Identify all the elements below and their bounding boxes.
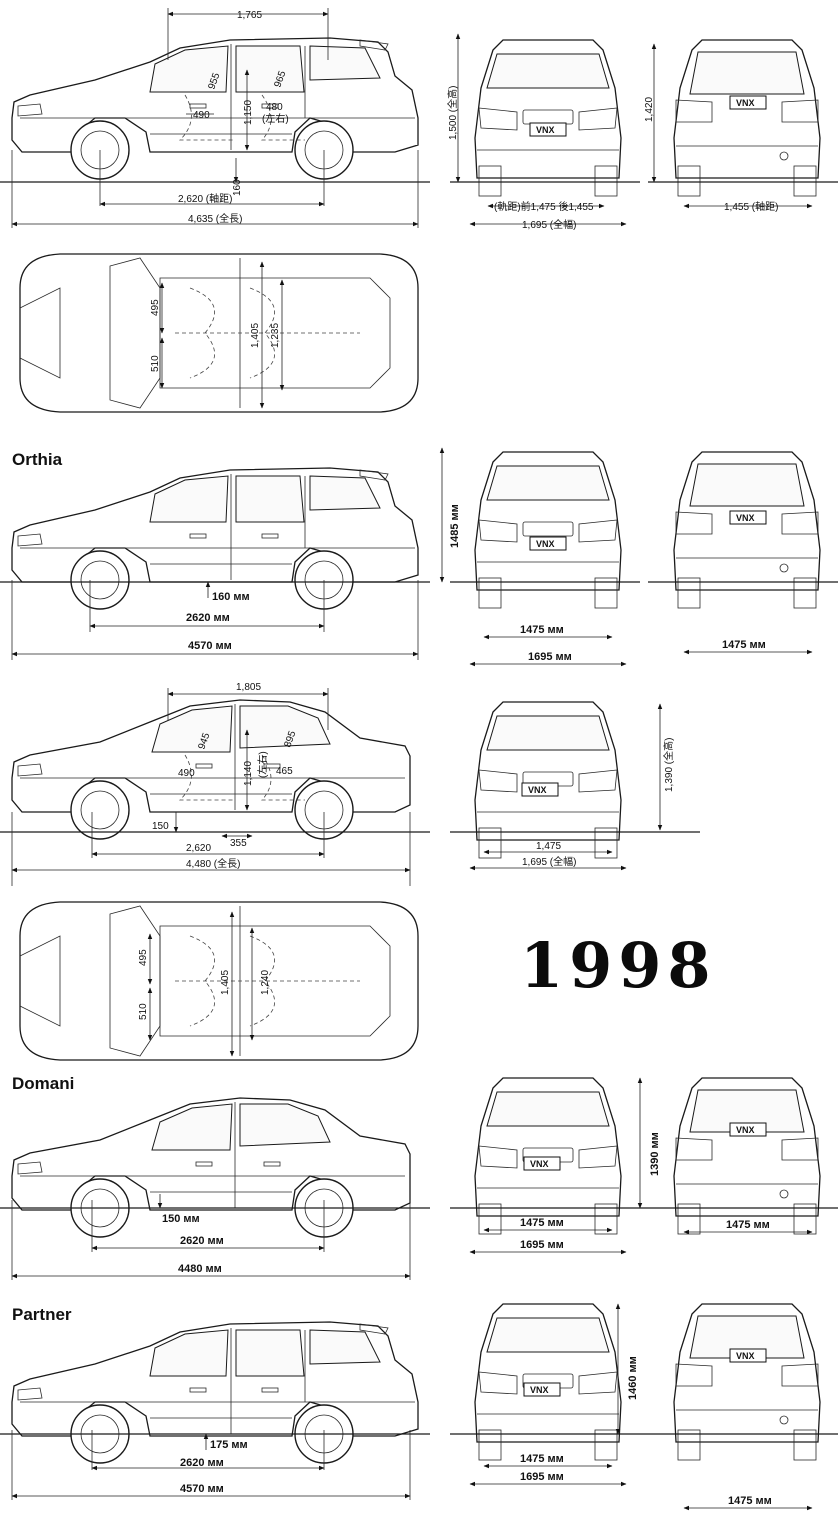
orthia-front-tread: 1475 мм	[520, 624, 564, 636]
orthia-length: 4570 мм	[188, 640, 232, 652]
wagon-jdm-section: 1,765 955 965 490 1,150 480 (左右) 160 2,6…	[0, 8, 838, 413]
wagon-front-plate-text: VNX	[536, 125, 555, 135]
sedan-front-leg: 490	[178, 768, 195, 779]
orthia-title: Orthia	[12, 450, 63, 469]
wagon-rear-plate-text: VNX	[736, 98, 755, 108]
sedan-seat-height: 1,140	[243, 761, 254, 786]
orthia-front-plate-text: VNX	[536, 539, 555, 549]
wagon-front-tread: (軌距)前1,475 後1,455	[494, 200, 594, 213]
partner-front-tread: 1475 мм	[520, 1453, 564, 1465]
partner-front-view	[474, 1303, 622, 1461]
partner-title: Partner	[12, 1305, 72, 1324]
sedan-front-tread: 1,475	[536, 841, 561, 852]
partner-front-plate	[523, 1382, 561, 1397]
domani-width: 1695 мм	[520, 1239, 564, 1251]
partner-rear-view	[673, 1303, 821, 1461]
orthia-side-view	[11, 467, 419, 610]
sedan-ground: 150	[152, 821, 169, 832]
domani-height: 1390 мм	[649, 1132, 661, 1176]
sedan-top-width-b: 1,240	[260, 970, 271, 995]
wagon-rear-tread: 1,455 (軸距)	[724, 200, 778, 213]
domani-ground: 150 мм	[162, 1213, 200, 1225]
domani-front-view	[474, 1077, 622, 1235]
domani-rear-plate-text: VNX	[736, 1125, 755, 1135]
wagon-length: 4,635 (全長)	[188, 212, 242, 225]
orthia-section: Orthia 160 мм 2620 мм 4570 мм VNX 1485 м…	[0, 447, 838, 667]
sedan-front-view	[474, 701, 622, 859]
sedan-front-plate-text: VNX	[528, 785, 547, 795]
partner-section: Partner 175 мм 2620 мм 4570 мм VNX 1460 …	[0, 1303, 838, 1511]
wagon-roof-length: 1,765	[237, 10, 262, 21]
sedan-top-seat-a: 495	[138, 949, 149, 966]
sedan-height: 1,390 (全高)	[662, 738, 675, 792]
domani-rear-tread: 1475 мм	[726, 1219, 770, 1231]
orthia-width: 1695 мм	[528, 651, 572, 663]
partner-rear-plate	[729, 1348, 767, 1363]
sedan-offset: 355	[230, 838, 247, 849]
wagon-width: 1,695 (全幅)	[522, 218, 576, 231]
wagon-front-height: 1,500 (全高)	[446, 86, 459, 140]
wagon-rear-plate	[729, 95, 767, 110]
domani-title: Domani	[12, 1074, 74, 1093]
orthia-rear-plate-text: VNX	[736, 513, 755, 523]
partner-length: 4570 мм	[180, 1483, 224, 1495]
wagon-rear-view	[673, 39, 821, 197]
sedan-jdm-section: 1,805 945 895 490 1,140 465 (左右) 150 355…	[0, 682, 717, 1061]
domani-length: 4480 мм	[178, 1263, 222, 1275]
orthia-height: 1485 мм	[449, 504, 461, 548]
sedan-front-plate	[521, 782, 559, 797]
domani-wheelbase: 2620 мм	[180, 1235, 224, 1247]
wagon-front-leg: 490	[193, 110, 210, 121]
orthia-front-view	[474, 451, 622, 609]
partner-rear-plate-text: VNX	[736, 1351, 755, 1361]
orthia-wheelbase: 2620 мм	[186, 612, 230, 624]
partner-ground: 175 мм	[210, 1439, 248, 1451]
wagon-wheelbase: 2,620 (軸距)	[178, 192, 232, 205]
partner-width: 1695 мм	[520, 1471, 564, 1483]
sedan-top-seat-b: 510	[138, 1003, 149, 1020]
wagon-rear-height: 1,420	[644, 97, 655, 122]
sedan-rear-leg: 465	[276, 766, 293, 777]
wagon-top-width-a: 1,405	[250, 323, 261, 348]
wagon-front-plate	[529, 122, 567, 137]
wagon-seat-height: 1,150	[243, 100, 254, 125]
wagon-rear-leg: 480	[266, 102, 283, 113]
sedan-rear-leg-note: (左右)	[256, 751, 269, 778]
domani-section: Domani 150 мм 2620 мм 4480 мм VNX 1390 м…	[0, 1074, 838, 1280]
partner-rear-tread: 1475 мм	[728, 1495, 772, 1507]
domani-front-tread: 1475 мм	[520, 1217, 564, 1229]
wagon-ground: 160	[232, 179, 243, 196]
wagon-top-width-b: 1,235	[270, 323, 281, 348]
domani-front-plate	[523, 1156, 561, 1171]
wagon-side-view	[11, 37, 419, 180]
wagon-top-seat-b: 510	[150, 355, 161, 372]
wagon-rear-leg-note: (左右)	[262, 112, 289, 125]
wagon-top-seat-a: 495	[150, 299, 161, 316]
sedan-top-view	[19, 901, 419, 1061]
sedan-length: 4,480 (全長)	[186, 857, 240, 870]
partner-height: 1460 мм	[627, 1356, 639, 1400]
sedan-wheelbase: 2,620	[186, 843, 211, 854]
orthia-front-plate	[529, 536, 567, 551]
wagon-front-view	[474, 39, 622, 197]
orthia-rear-tread: 1475 мм	[722, 639, 766, 651]
partner-front-plate-text: VNX	[530, 1385, 549, 1395]
domani-front-plate-text: VNX	[530, 1159, 549, 1169]
sedan-width: 1,695 (全幅)	[522, 855, 576, 868]
sedan-top-width-a: 1,405	[220, 970, 231, 995]
domani-rear-plate	[729, 1122, 767, 1137]
wagon-top-view	[19, 253, 419, 413]
orthia-rear-view	[673, 451, 821, 609]
partner-wheelbase: 2620 мм	[180, 1457, 224, 1469]
orthia-rear-plate	[729, 510, 767, 525]
sedan-roof-length: 1,805	[236, 682, 261, 693]
domani-rear-view	[673, 1077, 821, 1235]
sedan-side-view	[11, 699, 411, 840]
orthia-ground: 160 мм	[212, 591, 250, 603]
year-label: 1998	[520, 929, 717, 1002]
domani-side-view	[11, 1097, 411, 1238]
